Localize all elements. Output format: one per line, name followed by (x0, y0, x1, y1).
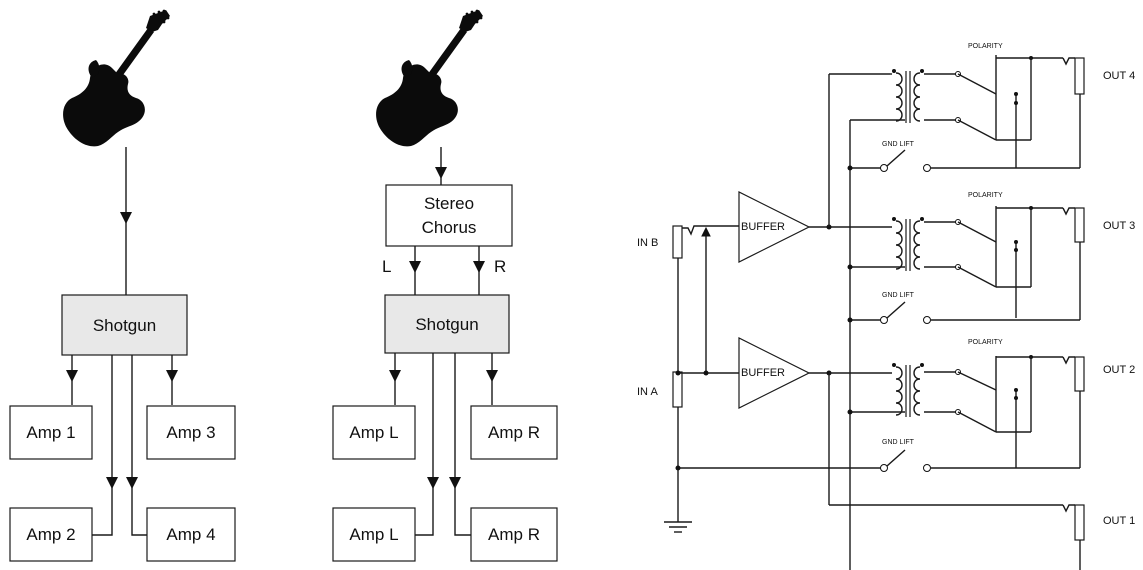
arrow-down-icon (126, 477, 138, 489)
amp-box-r-1 (470, 405, 558, 460)
buffer-top: BUFFER (738, 191, 811, 263)
shotgun-box-1 (61, 294, 188, 356)
transformer-icon (891, 68, 925, 124)
ground-icon (664, 520, 692, 533)
amp-label: Amp 2 (26, 525, 75, 544)
left-channel-label: L (382, 257, 391, 276)
shotgun-label-1: Shotgun (93, 316, 156, 335)
shotgun-box-2 (384, 294, 510, 354)
output-label-4: OUT 4 (1103, 70, 1135, 82)
arrow-down-icon (120, 212, 132, 224)
output-jack-3 (1074, 207, 1085, 243)
output-jack-4 (1074, 57, 1085, 95)
arrow-down-icon (449, 477, 461, 489)
amp-box-l-1 (332, 405, 416, 460)
amp-label: Amp 3 (166, 423, 215, 442)
channel-out-4: POLARITY GND LIFT OUT 4 (847, 43, 1135, 172)
amp-label: Amp R (488, 525, 540, 544)
diagram-1: Shotgun Amp 1 Amp 3 Amp 2 Amp 4 (9, 9, 236, 562)
arrow-down-icon (473, 261, 485, 273)
guitar-icon-2 (376, 9, 483, 147)
polarity-label: POLARITY (968, 339, 1003, 346)
gnd-lift-label: GND LIFT (882, 141, 915, 148)
amp-label: Amp L (349, 423, 398, 442)
shotgun-outputs-1 (66, 355, 178, 536)
shotgun-label-2: Shotgun (415, 315, 478, 334)
diagram-2: Stereo Chorus L R Shotgun Amp L Amp R Am… (332, 9, 558, 562)
amp-box-3 (146, 405, 236, 460)
arrow-down-icon (166, 370, 178, 382)
amp-label: Amp R (488, 423, 540, 442)
amp-label: Amp 4 (166, 525, 215, 544)
amp-box-4 (146, 507, 236, 562)
chorus-label-line1: Stereo (424, 194, 474, 213)
amp-box-l-2 (332, 507, 416, 562)
transformer-icon (891, 362, 925, 418)
shotgun-outputs-2 (389, 353, 498, 536)
right-channel-label: R (494, 257, 506, 276)
channel-out-3: POLARITY GND LIFT OUT 3 (847, 192, 1135, 324)
input-label-b: IN B (637, 237, 658, 249)
arrow-down-icon (427, 477, 439, 489)
amp-box-r-2 (470, 507, 558, 562)
arrow-down-icon (389, 370, 401, 382)
channel-out-2: POLARITY GND LIFT OUT 2 (829, 339, 1135, 472)
amp-label: Amp 1 (26, 423, 75, 442)
polarity-label: POLARITY (968, 192, 1003, 199)
output-jack-1 (1074, 504, 1085, 541)
input-jack-b: IN B (637, 225, 708, 259)
schematic: IN B IN A BUFFER BUFFER (637, 43, 1135, 570)
output-label-1: OUT 1 (1103, 515, 1135, 527)
channel-out-1: OUT 1 (1062, 504, 1135, 570)
arrow-down-icon (66, 370, 78, 382)
guitar-icon-1 (63, 9, 170, 147)
amp-box-2 (9, 507, 93, 562)
stereo-chorus-box (385, 184, 513, 247)
buffer-bottom: BUFFER (738, 337, 811, 409)
buffer-label: BUFFER (741, 367, 785, 379)
input-jack-a: IN A (637, 371, 683, 408)
gnd-lift-label: GND LIFT (882, 292, 915, 299)
arrow-down-icon (486, 370, 498, 382)
input-label-a: IN A (637, 386, 658, 398)
gnd-lift-label: GND LIFT (882, 439, 915, 446)
polarity-label: POLARITY (968, 43, 1003, 50)
arrow-down-icon (409, 261, 421, 273)
arrow-down-icon (106, 477, 118, 489)
buffer-label: BUFFER (741, 221, 785, 233)
chorus-label-line2: Chorus (422, 218, 477, 237)
arrow-down-icon (435, 167, 447, 179)
transformer-icon (891, 216, 925, 272)
output-label-3: OUT 3 (1103, 220, 1135, 232)
amp-label: Amp L (349, 525, 398, 544)
output-jack-2 (1074, 356, 1085, 392)
output-label-2: OUT 2 (1103, 364, 1135, 376)
amp-box-1 (9, 405, 93, 460)
